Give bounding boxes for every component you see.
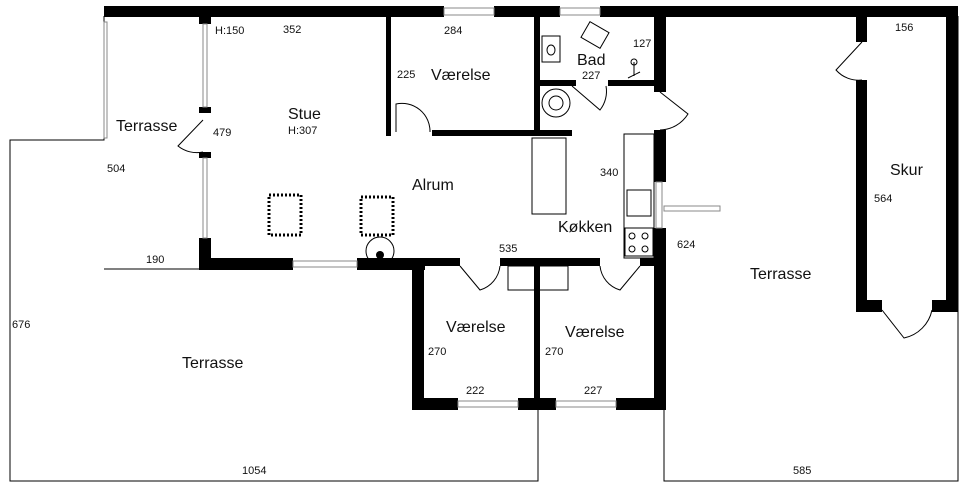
room-skur: Skur (890, 162, 924, 179)
dim-227-bad: 227 (582, 70, 600, 82)
dim-676: 676 (12, 319, 30, 331)
dim-h150: H:150 (215, 25, 244, 37)
room-alrum: Alrum (412, 177, 454, 194)
dim-127: 127 (633, 38, 651, 50)
room-terrasse-right: Terrasse (750, 266, 811, 283)
door-swing-vaerelse-top (395, 102, 431, 133)
dim-1054: 1054 (242, 465, 266, 477)
terrace-outlines (9, 16, 959, 482)
room-stue-height: H:307 (288, 125, 317, 137)
terrace-right-outline (663, 16, 959, 482)
door-swing-koekken (659, 91, 689, 131)
door-swing-terrasse (177, 119, 204, 154)
door-swing-bad (571, 85, 607, 111)
stove (624, 227, 654, 257)
walls (104, 6, 958, 410)
windows (103, 7, 721, 408)
room-vaerelse-top: Værelse (431, 67, 491, 84)
terrace-left-outline (9, 16, 539, 482)
door-swing-vaerelse-bl (459, 265, 501, 291)
dim-585: 585 (793, 465, 811, 477)
dim-222: 222 (466, 385, 484, 397)
room-labels: Terrasse Stue H:307 Værelse Bad Alrum Kø… (116, 52, 924, 372)
washer (541, 88, 571, 118)
sink (626, 189, 652, 217)
dim-564: 564 (874, 193, 892, 205)
dim-340: 340 (600, 167, 618, 179)
room-koekken: Køkken (558, 219, 612, 236)
fixtures (267, 21, 655, 291)
dim-227-bottom: 227 (584, 385, 602, 397)
room-terrasse-bottom: Terrasse (182, 355, 243, 372)
dimension-labels: H:150 352 284 127 156 225 227 479 504 34… (12, 22, 913, 477)
door-swings (177, 41, 933, 339)
dim-479: 479 (213, 127, 231, 139)
wardrobe (507, 265, 569, 291)
room-vaerelse-bottom-left: Værelse (446, 319, 506, 336)
dim-225: 225 (397, 69, 415, 81)
toilet (580, 21, 610, 49)
door-swing-vaerelse-br (599, 265, 641, 291)
door-swing-skur-bottom (881, 309, 933, 339)
dim-156: 156 (895, 22, 913, 34)
dim-352: 352 (283, 24, 301, 36)
stove-burner (365, 236, 395, 266)
dim-535: 535 (499, 243, 517, 255)
dim-190: 190 (146, 254, 164, 266)
dim-270-left: 270 (428, 346, 446, 358)
room-vaerelse-bottom-right: Værelse (565, 324, 625, 341)
kitchen-counter (623, 133, 655, 259)
room-terrasse-left: Terrasse (116, 118, 177, 135)
room-bad: Bad (577, 52, 605, 69)
shower-icon (627, 62, 641, 79)
room-stue: Stue (288, 106, 321, 123)
washbasin (541, 35, 561, 63)
dim-624: 624 (677, 239, 695, 251)
skylight-right (359, 195, 395, 237)
dim-504: 504 (107, 163, 125, 175)
skylight-left (267, 193, 303, 237)
dim-270-right: 270 (545, 346, 563, 358)
kitchen-island (531, 137, 567, 215)
door-swing-skur (835, 41, 863, 81)
dim-284: 284 (444, 25, 462, 37)
